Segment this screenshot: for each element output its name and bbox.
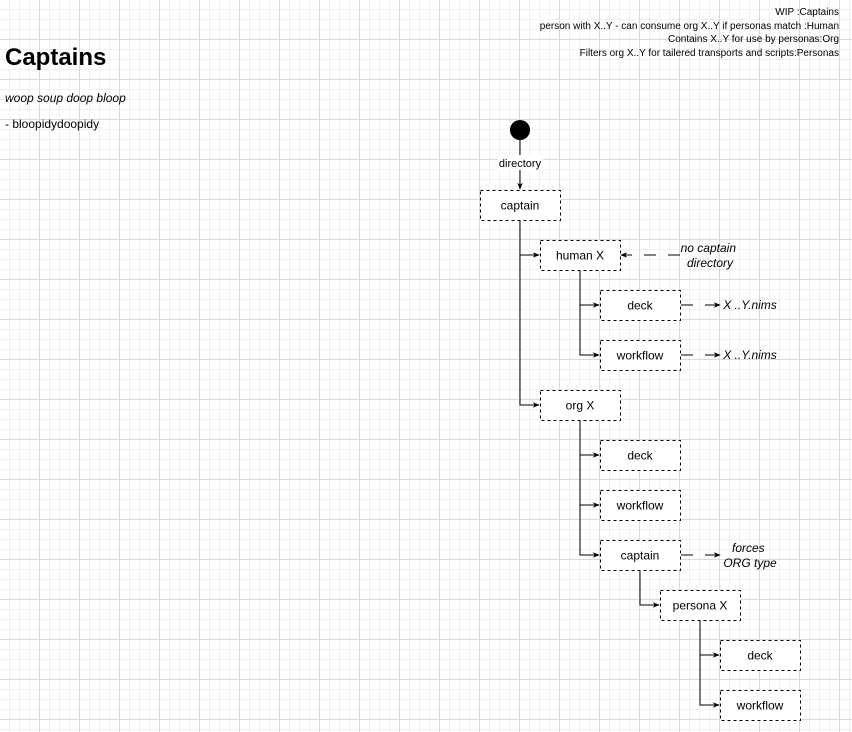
page-title: Captains xyxy=(5,44,107,71)
annotation-workflow-nims: X ..Y.nims xyxy=(722,348,777,362)
node-label: deck xyxy=(747,649,773,663)
node-box xyxy=(540,390,621,421)
node-persona-workflow: workflow xyxy=(720,690,801,721)
node-label: deck xyxy=(627,299,653,313)
edge-persona-to-deck xyxy=(699,620,720,658)
node-captain-root: captain xyxy=(480,190,561,221)
legend: WIP :Captains person with X..Y - can con… xyxy=(540,6,839,60)
start-node xyxy=(510,120,530,140)
node-org: org X xyxy=(540,390,621,421)
node-label: workflow xyxy=(616,349,664,363)
start-label: directory xyxy=(499,158,542,170)
legend-line: Contains X..Y for use by personas:Org xyxy=(667,34,839,45)
edge-captain-to-persona xyxy=(639,570,660,608)
edge-captain-to-human xyxy=(519,220,540,258)
node-box xyxy=(720,690,801,721)
annotation-line: ORG type xyxy=(723,556,777,570)
page-subtitle: woop soup doop bloop xyxy=(5,91,126,105)
node-box xyxy=(600,490,681,521)
node-box xyxy=(660,590,741,621)
edge-persona-to-workflow xyxy=(699,655,720,708)
annotation-line: directory xyxy=(687,256,734,270)
node-label: captain xyxy=(501,199,540,213)
node-label: persona X xyxy=(673,599,728,613)
node-persona: persona X xyxy=(660,590,741,621)
node-persona-deck: deck xyxy=(720,640,801,671)
edges xyxy=(517,140,721,708)
bullet-item: - bloopidydoopidy xyxy=(5,117,100,131)
edge-org-to-workflow xyxy=(579,455,600,508)
node-label: captain xyxy=(621,549,660,563)
annotation-deck-nims: X ..Y.nims xyxy=(722,298,777,312)
node-org-workflow: workflow xyxy=(600,490,681,521)
node-box xyxy=(480,190,561,221)
legend-line: WIP :Captains xyxy=(775,7,839,18)
start-label-bg xyxy=(498,155,543,170)
node-human-workflow: workflow xyxy=(600,340,681,371)
legend-line: Filters org X..Y for tailered transports… xyxy=(579,47,839,59)
node-box xyxy=(600,290,681,321)
edge-org-to-deck xyxy=(579,420,600,458)
edge-human-to-workflow xyxy=(579,305,600,358)
node-box xyxy=(600,340,681,371)
node-org-captain: captain xyxy=(600,540,681,571)
annotation-forces: forces ORG type xyxy=(723,541,777,570)
node-human-deck: deck xyxy=(600,290,681,321)
node-box xyxy=(600,540,681,571)
node-org-deck: deck xyxy=(600,440,681,471)
node-box xyxy=(540,240,621,271)
node-box xyxy=(720,640,801,671)
node-label: human X xyxy=(556,249,604,263)
legend-line: person with X..Y - can consume org X..Y … xyxy=(539,20,839,32)
edge-captain-to-org xyxy=(519,255,540,408)
node-box xyxy=(600,440,681,471)
annotation-line: forces xyxy=(732,541,765,555)
edge-human-to-deck xyxy=(579,270,600,308)
edge-org-to-captain xyxy=(579,505,600,558)
node-human: human X xyxy=(540,240,621,271)
node-label: workflow xyxy=(736,699,784,713)
node-label: workflow xyxy=(616,499,664,513)
node-label: org X xyxy=(566,399,595,413)
annotation-no-captain: no captain directory xyxy=(681,241,740,270)
node-label: deck xyxy=(627,449,653,463)
annotation-line: no captain xyxy=(681,241,737,255)
